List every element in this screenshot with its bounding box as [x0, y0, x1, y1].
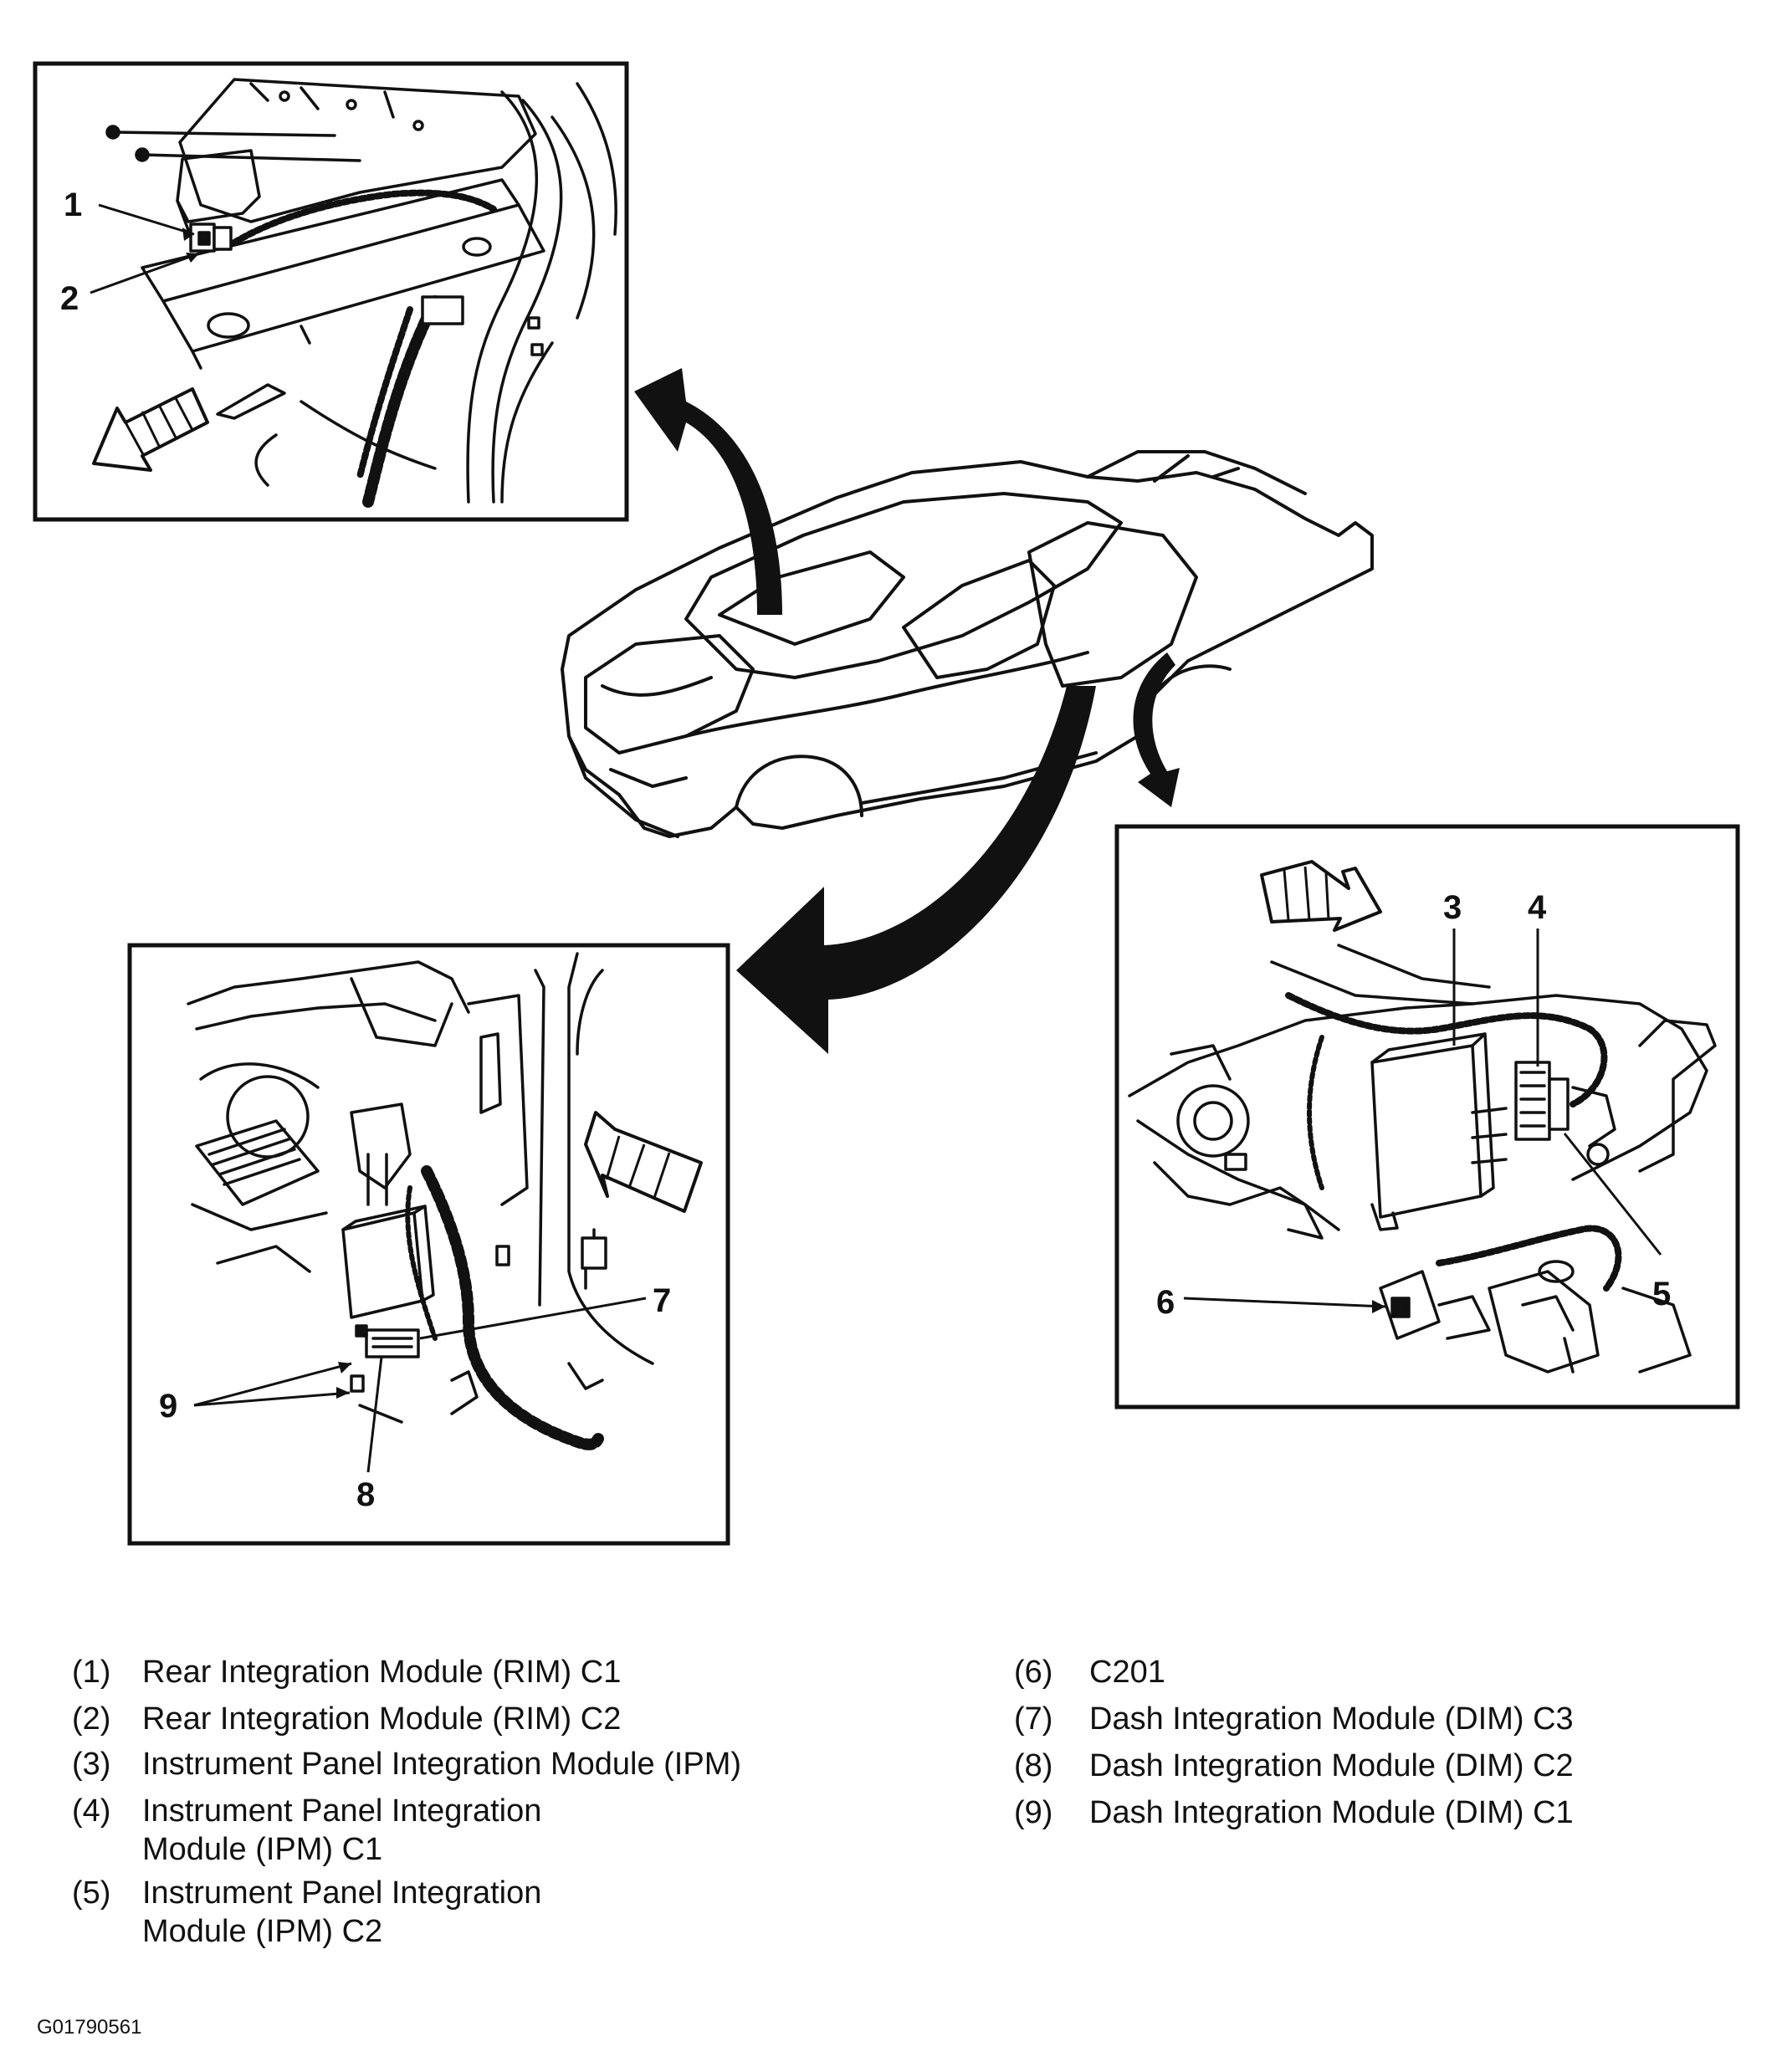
legend-number: (6): [1014, 1655, 1053, 1690]
legend-item-4: (4) Instrument Panel Integration Module …: [72, 1792, 825, 1869]
legend-number: (7): [1014, 1701, 1053, 1737]
arrow-to-right-inset: [1133, 652, 1180, 807]
legend-item-3: (3) Instrument Panel Integration Module …: [72, 1745, 825, 1783]
callout-6: 6: [1156, 1284, 1175, 1321]
arrow-to-top-inset: [634, 368, 782, 615]
callout-9: 9: [159, 1388, 177, 1425]
legend-number: (1): [72, 1655, 111, 1690]
legend-label: Rear Integration Module (RIM) C1: [142, 1655, 622, 1690]
callout-7: 7: [653, 1282, 671, 1319]
legend-number: (9): [1014, 1795, 1053, 1830]
inset-instrument-panel-module: 3 4 5 6: [1114, 824, 1740, 1409]
legend-item-8: (8) Dash Integration Module (DIM) C2: [1014, 1747, 1750, 1785]
legend-item-9: (9) Dash Integration Module (DIM) C1: [1014, 1793, 1750, 1832]
legend-label: Dash Integration Module (DIM) C2: [1089, 1748, 1574, 1783]
callout-5: 5: [1652, 1276, 1671, 1312]
legend-label: Instrument Panel Integration Module (IPM…: [142, 1793, 542, 1867]
legend-item-2: (2) Rear Integration Module (RIM) C2: [72, 1700, 825, 1738]
callout-3: 3: [1443, 889, 1462, 926]
pointer-arrows: [634, 368, 1180, 1054]
forward-arrow-icon: [1260, 860, 1382, 932]
legend-number: (4): [72, 1793, 111, 1829]
figure-id: G01790561: [37, 2016, 142, 2039]
forward-arrow-icon: [584, 1111, 703, 1213]
legend-label: Dash Integration Module (DIM) C3: [1089, 1701, 1574, 1737]
legend-number: (5): [72, 1875, 111, 1911]
inset-rear-integration-module: 1 2: [33, 61, 629, 522]
callout-2: 2: [60, 280, 79, 317]
inset-dash-integration-module: 7 8 9: [127, 943, 730, 1546]
legend-number: (8): [1014, 1748, 1053, 1783]
legend-item-7: (7) Dash Integration Module (DIM) C3: [1014, 1700, 1750, 1738]
legend-label: Instrument Panel Integration Module (IPM…: [142, 1747, 742, 1782]
legend-label: C201: [1089, 1655, 1165, 1690]
legend-item-5: (5) Instrument Panel Integration Module …: [72, 1874, 825, 1951]
legend-item-1: (1) Rear Integration Module (RIM) C1: [72, 1653, 825, 1691]
legend-label: Dash Integration Module (DIM) C1: [1089, 1795, 1574, 1830]
legend-item-6: (6) C201: [1014, 1653, 1750, 1691]
legend-label: Instrument Panel Integration Module (IPM…: [142, 1875, 542, 1949]
arrow-to-left-inset: [736, 686, 1096, 1054]
legend-number: (3): [72, 1747, 111, 1782]
legend-number: (2): [72, 1701, 111, 1737]
callout-8: 8: [356, 1476, 375, 1513]
legend-label: Rear Integration Module (RIM) C2: [142, 1701, 622, 1737]
callout-4: 4: [1528, 889, 1547, 926]
callout-1: 1: [64, 187, 82, 223]
car-body-illustration: [561, 450, 1374, 838]
